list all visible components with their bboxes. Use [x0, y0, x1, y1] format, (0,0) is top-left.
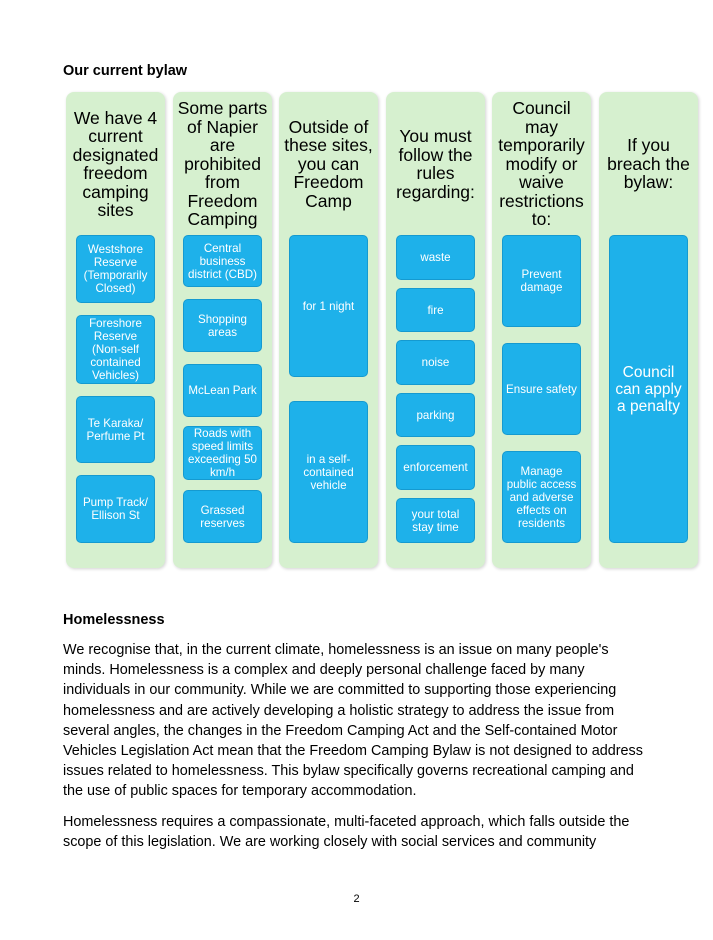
list-item: McLean Park	[183, 364, 262, 417]
list-item: for 1 night	[289, 235, 368, 377]
column-council-modifications: Council may temporarily modify or waive …	[492, 92, 591, 568]
list-item: Grassed reserves	[183, 490, 262, 543]
column-heading: You must follow the rules regarding:	[396, 126, 475, 202]
list-item: Te Karaka/ Perfume Pt	[76, 396, 155, 463]
paragraph: Homelessness requires a compassionate, m…	[63, 814, 630, 851]
page-number: 2	[353, 893, 360, 905]
list-item: Roads with speed limits exceeding 50 km/…	[183, 426, 262, 480]
list-item: Manage public access and adverse effects…	[502, 451, 581, 543]
list-item: in a self-contained vehicle	[289, 401, 368, 543]
list-item: Shopping areas	[183, 299, 262, 352]
bylaw-diagram: We have 4 current designated freedom cam…	[64, 92, 698, 568]
list-item: Central business district (CBD)	[183, 235, 262, 287]
list-item: parking	[396, 393, 475, 437]
column-heading: If you breach the bylaw:	[607, 135, 690, 193]
column-prohibited-areas: Some parts of Napier are prohibited from…	[173, 92, 272, 568]
section-heading-current-bylaw: Our current bylaw	[63, 63, 188, 79]
paragraph: We recognise that, in the current climat…	[63, 642, 643, 800]
column-freedom-camp-conditions: Outside of these sites, you can Freedom …	[279, 92, 378, 568]
list-item: Prevent damage	[502, 235, 581, 327]
column-heading: Council may temporarily modify or waive …	[498, 98, 585, 230]
list-item: Foreshore Reserve (Non-self contained Ve…	[76, 315, 155, 384]
column-heading: We have 4 current designated freedom cam…	[72, 107, 159, 220]
list-item: fire	[396, 288, 475, 332]
section-heading-homelessness: Homelessness	[63, 612, 165, 628]
list-item: Ensure safety	[502, 343, 581, 435]
column-heading: Some parts of Napier are prohibited from…	[177, 98, 268, 230]
list-item: noise	[396, 340, 475, 385]
list-item: Westshore Reserve (Temporarily Closed)	[76, 235, 155, 303]
list-item: enforcement	[396, 445, 475, 490]
list-item: waste	[396, 235, 475, 280]
column-rules: You must follow the rules regarding: was…	[386, 92, 485, 568]
list-item: Council can apply a penalty	[609, 235, 688, 543]
list-item: Pump Track/ Ellison St	[76, 475, 155, 543]
list-item: your total stay time	[396, 498, 475, 543]
column-breach: If you breach the bylaw: Council can app…	[599, 92, 698, 568]
column-heading: Outside of these sites, you can Freedom …	[284, 116, 373, 211]
column-designated-sites: We have 4 current designated freedom cam…	[66, 92, 165, 568]
